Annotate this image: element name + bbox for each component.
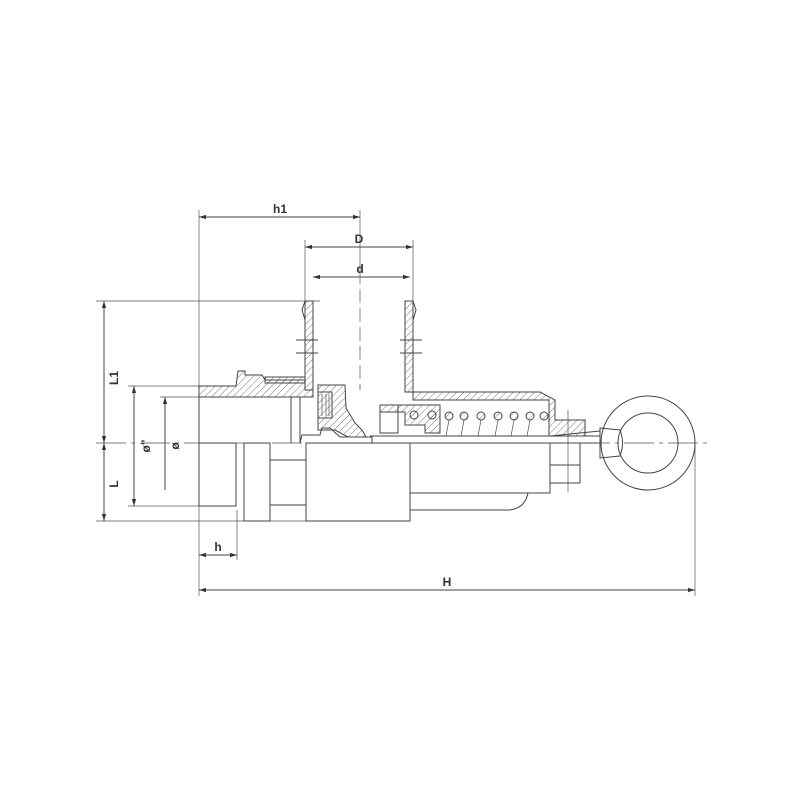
extension-lines bbox=[96, 210, 696, 596]
dimension-label-d: d bbox=[356, 262, 363, 276]
spring bbox=[409, 410, 549, 437]
dimension-label-outer-diameter: ø" bbox=[139, 439, 153, 452]
dimension-label-H: H bbox=[443, 575, 452, 589]
locking-sleeve bbox=[299, 384, 373, 444]
dimension-lines bbox=[101, 214, 695, 593]
dimension-label-inner-diameter: ø bbox=[168, 442, 182, 450]
dimension-label-L1: L1 bbox=[107, 371, 121, 385]
hose-barb bbox=[296, 300, 422, 393]
dimension-label-h: h bbox=[214, 540, 221, 554]
centerline bbox=[96, 270, 710, 444]
dimension-label-D: D bbox=[355, 232, 364, 246]
threaded-body bbox=[198, 370, 411, 522]
dimension-label-L: L bbox=[107, 480, 121, 487]
ring-handle bbox=[599, 395, 696, 491]
dimension-label-h1: h1 bbox=[273, 202, 287, 216]
plug-body bbox=[409, 410, 581, 511]
